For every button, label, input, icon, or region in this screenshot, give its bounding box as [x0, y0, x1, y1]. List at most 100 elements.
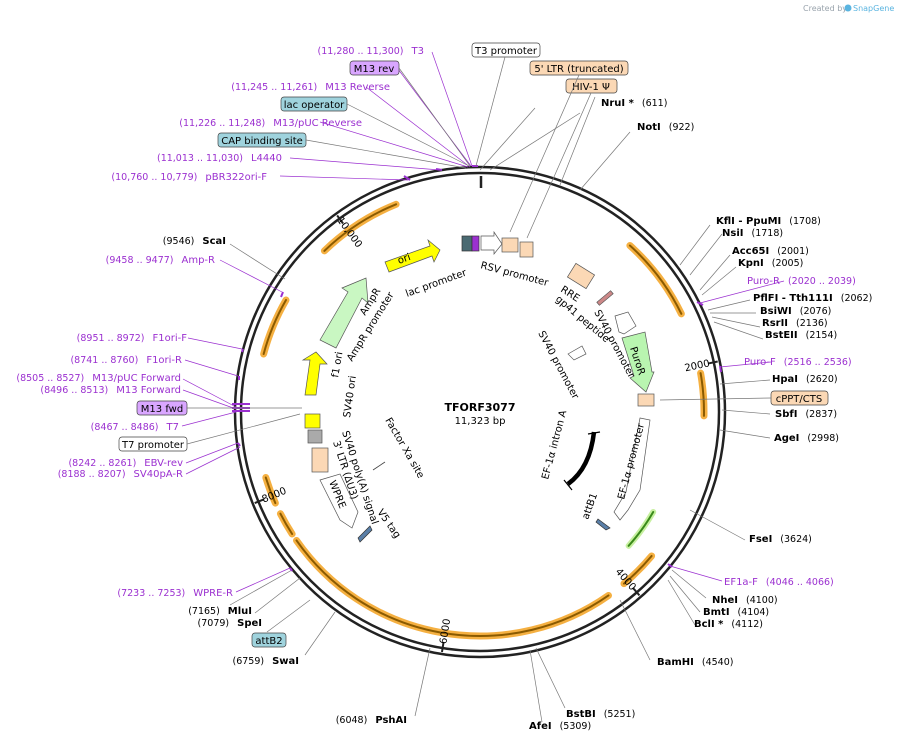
site-label-right: NheI(4100) — [712, 595, 778, 606]
gp41-box — [596, 290, 614, 306]
site-label-left: (6759)SwaI — [232, 656, 299, 667]
sv40-promoter-b-label: SV40 promoter — [535, 329, 581, 402]
orf-arc-line — [295, 539, 610, 637]
primer-label: (8951 .. 8972)F1ori-F — [77, 333, 188, 344]
primer-label: (7233 .. 7253)WPRE-R — [117, 588, 233, 599]
lac-promoter-box — [461, 235, 473, 252]
site-label-right: BstBI(5251) — [566, 709, 635, 720]
tick-mark — [707, 360, 718, 365]
primer-marks — [232, 165, 722, 572]
primer-label: (8242 .. 8261)EBV-rev — [68, 458, 183, 469]
primer-label: (11,013 .. 11,030)L4440 — [157, 153, 282, 164]
ef1a-intron-label: EF-1α intron A — [540, 409, 569, 481]
primer-label: EF1a-F(4046 .. 4066) — [724, 577, 834, 588]
tick-mark — [440, 641, 445, 653]
tick-label: 2000 — [684, 358, 711, 374]
primer-label: (8467 .. 8486)T7 — [91, 422, 179, 433]
restriction-sites: NruI *(611)NotI(922)KflI - PpuMI(1708)Ns… — [163, 98, 873, 732]
lac-operator-box-label: lac operator — [284, 100, 345, 111]
attb1-icon — [595, 518, 611, 531]
ltr3-box — [311, 447, 329, 473]
tick-mark — [254, 498, 265, 504]
primer-label: Puro-F(2516 .. 2536) — [744, 357, 852, 368]
plasmid-name: TFORF3077 — [445, 401, 516, 414]
sv40-ori-label: SV40 ori — [342, 375, 359, 418]
ef1a-intron-arc — [566, 431, 597, 486]
attb1-label: attB1 — [580, 492, 600, 521]
boxed-labels: M13 rev lac operator CAP binding site T3… — [118, 42, 829, 648]
primer-label: (8505 .. 8527)M13/pUC Forward — [16, 373, 181, 384]
primer-label: (9458 .. 9477)Amp-R — [106, 255, 215, 266]
puror-arrow-icon — [621, 331, 655, 393]
ampr-arrow-icon — [319, 277, 369, 349]
v5-tag-icon — [357, 525, 373, 543]
site-label-left: (6048)PshAI — [336, 715, 407, 726]
site-label-right: KpnI(2005) — [738, 258, 803, 269]
ltr5-box-label: 5' LTR (truncated) — [534, 64, 623, 75]
leader-lines — [229, 96, 771, 723]
primer-label: (10,760 .. 10,779)pBR322ori-F — [111, 172, 267, 183]
rsv-promoter-label: RSV promoter — [479, 260, 550, 289]
f1ori-label: f1 ori — [330, 351, 345, 379]
v5-tag-label: V5 tag — [375, 507, 403, 540]
plasmid-length: 11,323 bp — [455, 416, 506, 427]
cppt-box — [637, 393, 655, 407]
site-label-right: SbfI(2837) — [775, 409, 837, 420]
orf-arc-line — [323, 203, 398, 252]
site-label-right: NruI *(611) — [601, 98, 667, 109]
f1ori-arrow-icon — [301, 351, 328, 396]
cap-site-box-label: CAP binding site — [221, 136, 303, 147]
m13-fwd-box-label: M13 fwd — [141, 404, 183, 415]
tick-group — [254, 176, 718, 653]
site-label-right: BsiWI(2076) — [760, 306, 831, 317]
ef1a-promoter-arrow-icon — [613, 417, 651, 521]
lac-operator-box — [471, 235, 480, 252]
site-label-right: KflI - PpuMI(1708) — [716, 216, 821, 227]
sv40-promoter-arrow-a-icon — [614, 311, 637, 335]
primer-label: (8741 .. 8760)F1ori-R — [70, 355, 182, 366]
t3-promoter-box-label: T3 promoter — [474, 46, 538, 57]
snapgene-logo-icon — [844, 4, 852, 12]
sv40-ori-box — [304, 413, 321, 429]
site-label-right: BstEII(2154) — [765, 330, 837, 341]
ltr5-box — [501, 237, 519, 253]
site-label-right: RsrII(2136) — [762, 318, 828, 329]
site-label-right: BamHI(4540) — [657, 657, 733, 668]
factor-xa-label: Factor Xa site — [382, 416, 426, 480]
sv40-polya-box — [307, 429, 323, 444]
wpre-arrow-icon — [319, 473, 359, 529]
credit-text: Created by — [803, 4, 847, 13]
ori-label: ori — [396, 252, 412, 267]
site-label-right: HpaI(2620) — [772, 374, 838, 385]
lac-promoter-label: lac promoter — [404, 267, 469, 300]
site-label-left: (7079)SpeI — [198, 618, 262, 629]
ef1a-green-arc-line — [627, 511, 655, 547]
site-label-right: FseI(3624) — [749, 534, 812, 545]
site-label-right: PflFI - Tth111I(2062) — [753, 293, 872, 304]
site-label-right: NsiI(1718) — [722, 228, 783, 239]
primer-label: Puro-R(2020 .. 2039) — [747, 276, 856, 287]
orf-arc-line — [262, 299, 288, 356]
site-label-left: (9546)ScaI — [163, 236, 226, 247]
inner-labels: ori lac promoter RSV promoter RRE gp41 p… — [326, 252, 647, 541]
site-label-right: AgeI(2998) — [774, 433, 839, 444]
orf-arc-line — [622, 554, 653, 585]
ori-arrow-icon — [384, 238, 441, 273]
primer-label: (8496 .. 8513)M13 Forward — [40, 385, 181, 396]
attb2-box-label: attB2 — [255, 636, 282, 647]
psi-box — [519, 241, 534, 258]
inner-features — [301, 230, 655, 543]
tick-mark — [632, 587, 641, 597]
primer-label: (8188 .. 8207)SV40pA-R — [58, 469, 183, 480]
site-label-left: (7165)MluI — [188, 606, 252, 617]
factor-xa-mark — [372, 461, 386, 471]
orf-arc-halo — [626, 242, 685, 318]
site-label-right: BclI *(4112) — [694, 619, 763, 630]
cppt-box-label: cPPT/CTS — [776, 394, 822, 405]
rre-box — [566, 262, 596, 290]
site-label-right: BmtI(4104) — [703, 607, 769, 618]
primer-label: (11,280 .. 11,300)T3 — [318, 46, 424, 57]
primer-labels: (11,280 .. 11,300)T3(11,245 .. 11,261)M1… — [16, 46, 855, 599]
hiv-psi-box-label: HIV-1 Ψ — [572, 82, 610, 93]
